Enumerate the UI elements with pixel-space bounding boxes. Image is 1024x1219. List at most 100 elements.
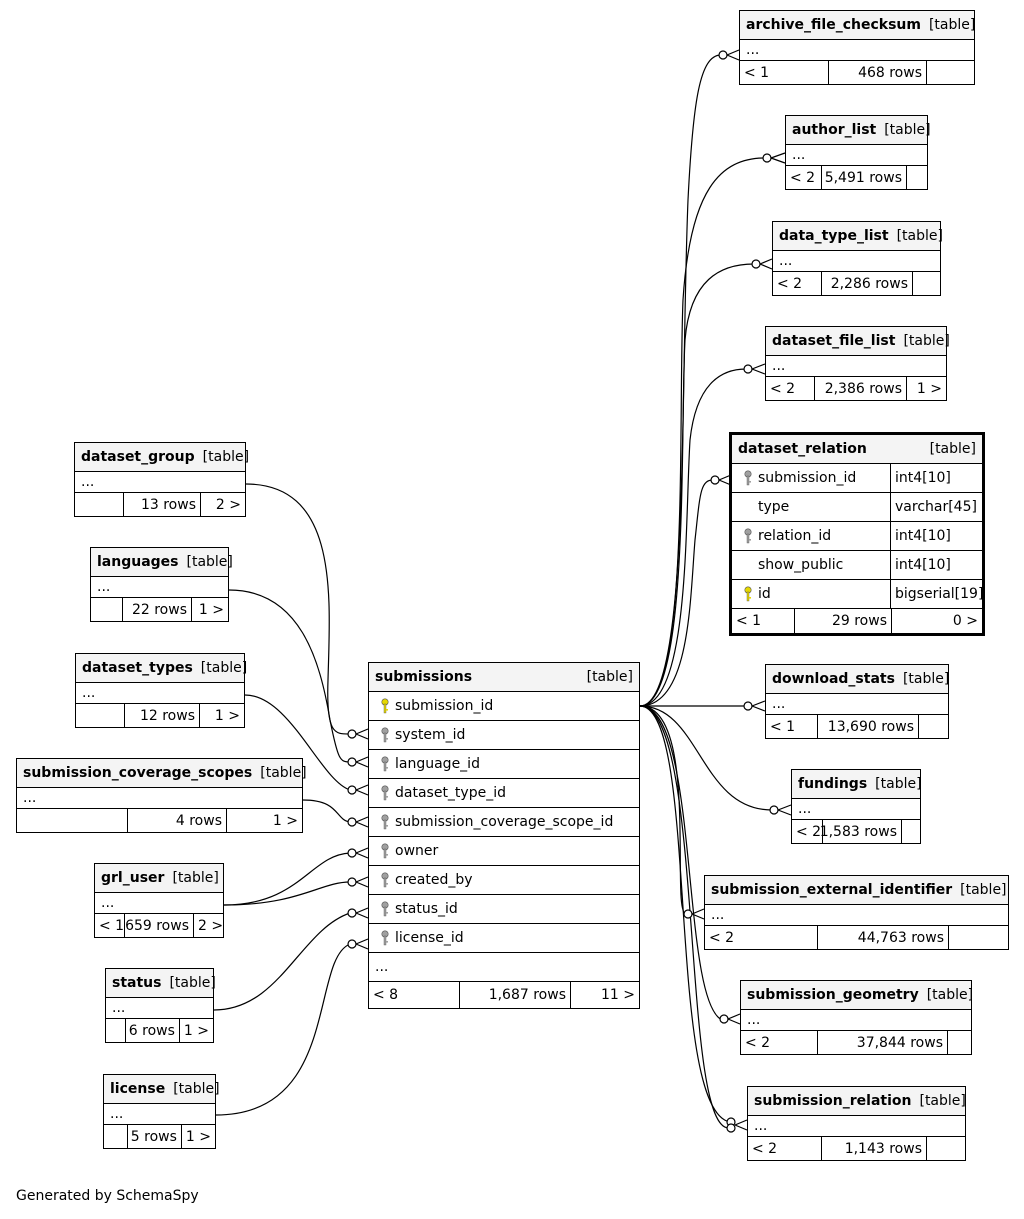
child-count[interactable]: 1 >	[214, 707, 240, 724]
child-count[interactable]	[949, 926, 1008, 949]
table-submission-coverage-scopes[interactable]: submission_coverage_scopes[table]...4 ro…	[16, 758, 307, 833]
child-count[interactable]: 1 >	[272, 812, 298, 829]
table-name[interactable]: dataset_group	[81, 449, 195, 465]
column-row[interactable]: dataset_type_id	[369, 779, 639, 808]
column-name: license_id	[395, 930, 464, 946]
parent-count[interactable]: < 2	[748, 1137, 822, 1160]
table-name[interactable]: dataset_types	[82, 660, 193, 676]
child-count[interactable]	[927, 61, 974, 84]
table-name[interactable]: submission_relation	[754, 1093, 912, 1109]
ellipsis-row: ...	[766, 694, 948, 715]
parent-count[interactable]: < 2	[705, 926, 818, 949]
column-row[interactable]: status_id	[369, 895, 639, 924]
table-name[interactable]: fundings	[798, 776, 868, 792]
table-name[interactable]: grl_user	[101, 870, 165, 886]
parent-count[interactable]: < 2	[741, 1031, 818, 1054]
edge-archive-file-checksum	[639, 54, 722, 707]
column-row[interactable]: submission_coverage_scope_id	[369, 808, 639, 837]
child-count[interactable]	[919, 715, 948, 738]
parent-count[interactable]: < 8	[369, 982, 460, 1008]
table-header: download_stats[table]	[766, 665, 949, 694]
column-row[interactable]: submission_id	[369, 692, 639, 721]
table-name[interactable]: data_type_list	[779, 228, 889, 244]
child-count[interactable]: 1 >	[198, 601, 224, 618]
parent-count[interactable]	[75, 493, 124, 516]
parent-count[interactable]	[106, 1019, 126, 1042]
table-name[interactable]: download_stats	[772, 671, 895, 687]
parent-count[interactable]: < 1	[740, 61, 829, 84]
parent-count[interactable]: < 1	[95, 914, 125, 937]
crow-foot-marker	[347, 729, 357, 949]
table-name[interactable]: submissions	[375, 669, 473, 685]
column-row[interactable]: system_id	[369, 721, 639, 750]
table-header: submission_coverage_scopes[table]	[17, 759, 307, 788]
child-count[interactable]	[927, 1137, 965, 1160]
column-row[interactable]: owner	[369, 837, 639, 866]
parent-count[interactable]: < 2	[786, 166, 822, 189]
child-count[interactable]	[902, 820, 920, 843]
edge-dataset-types-dataset-type-id	[244, 694, 351, 791]
parent-count[interactable]: < 2	[792, 820, 823, 843]
child-count[interactable]: 1 >	[916, 380, 942, 397]
column-row[interactable]: language_id	[369, 750, 639, 779]
child-count[interactable]: 1 >	[183, 1022, 209, 1039]
table-submission-external-identifier[interactable]: submission_external_identifier[table]...…	[704, 875, 1009, 950]
child-count[interactable]: 1 >	[185, 1128, 211, 1145]
table-name[interactable]: license	[110, 1081, 166, 1097]
table-name[interactable]: archive_file_checksum	[746, 17, 921, 33]
child-count[interactable]: 0 >	[952, 613, 978, 629]
parent-count[interactable]	[91, 598, 123, 621]
table-name[interactable]: submission_coverage_scopes	[23, 765, 253, 781]
row-count: 22 rows	[123, 598, 192, 621]
table-name[interactable]: status	[112, 975, 162, 991]
column-row[interactable]: license_id	[369, 924, 639, 953]
column-name: created_by	[395, 872, 473, 888]
parent-count[interactable]: < 2	[766, 377, 815, 400]
table-kind: [table]	[202, 449, 250, 465]
parent-count[interactable]: < 1	[732, 609, 795, 633]
parent-count[interactable]	[76, 704, 125, 727]
parent-count[interactable]: < 2	[773, 272, 822, 295]
child-count[interactable]	[913, 272, 940, 295]
child-count[interactable]	[907, 166, 927, 189]
parent-count[interactable]	[104, 1125, 128, 1148]
table-name[interactable]: languages	[97, 554, 179, 570]
foreign-key-icon	[375, 901, 395, 917]
table-name[interactable]: submission_external_identifier	[711, 882, 953, 898]
table-name[interactable]: submission_geometry	[747, 987, 919, 1003]
table-name[interactable]: dataset_file_list	[772, 333, 896, 349]
parent-count[interactable]	[17, 809, 128, 832]
column-name: dataset_type_id	[395, 785, 506, 801]
parent-count[interactable]: < 1	[766, 715, 818, 738]
child-count[interactable]: 2 >	[198, 917, 224, 934]
table-name[interactable]: author_list	[792, 122, 877, 138]
table-name[interactable]: dataset_relation	[738, 441, 867, 457]
child-count[interactable]	[948, 1031, 971, 1054]
column-row[interactable]: created_by	[369, 866, 639, 895]
child-count[interactable]: 11 >	[601, 987, 635, 1003]
child-count[interactable]: 2 >	[215, 496, 241, 513]
